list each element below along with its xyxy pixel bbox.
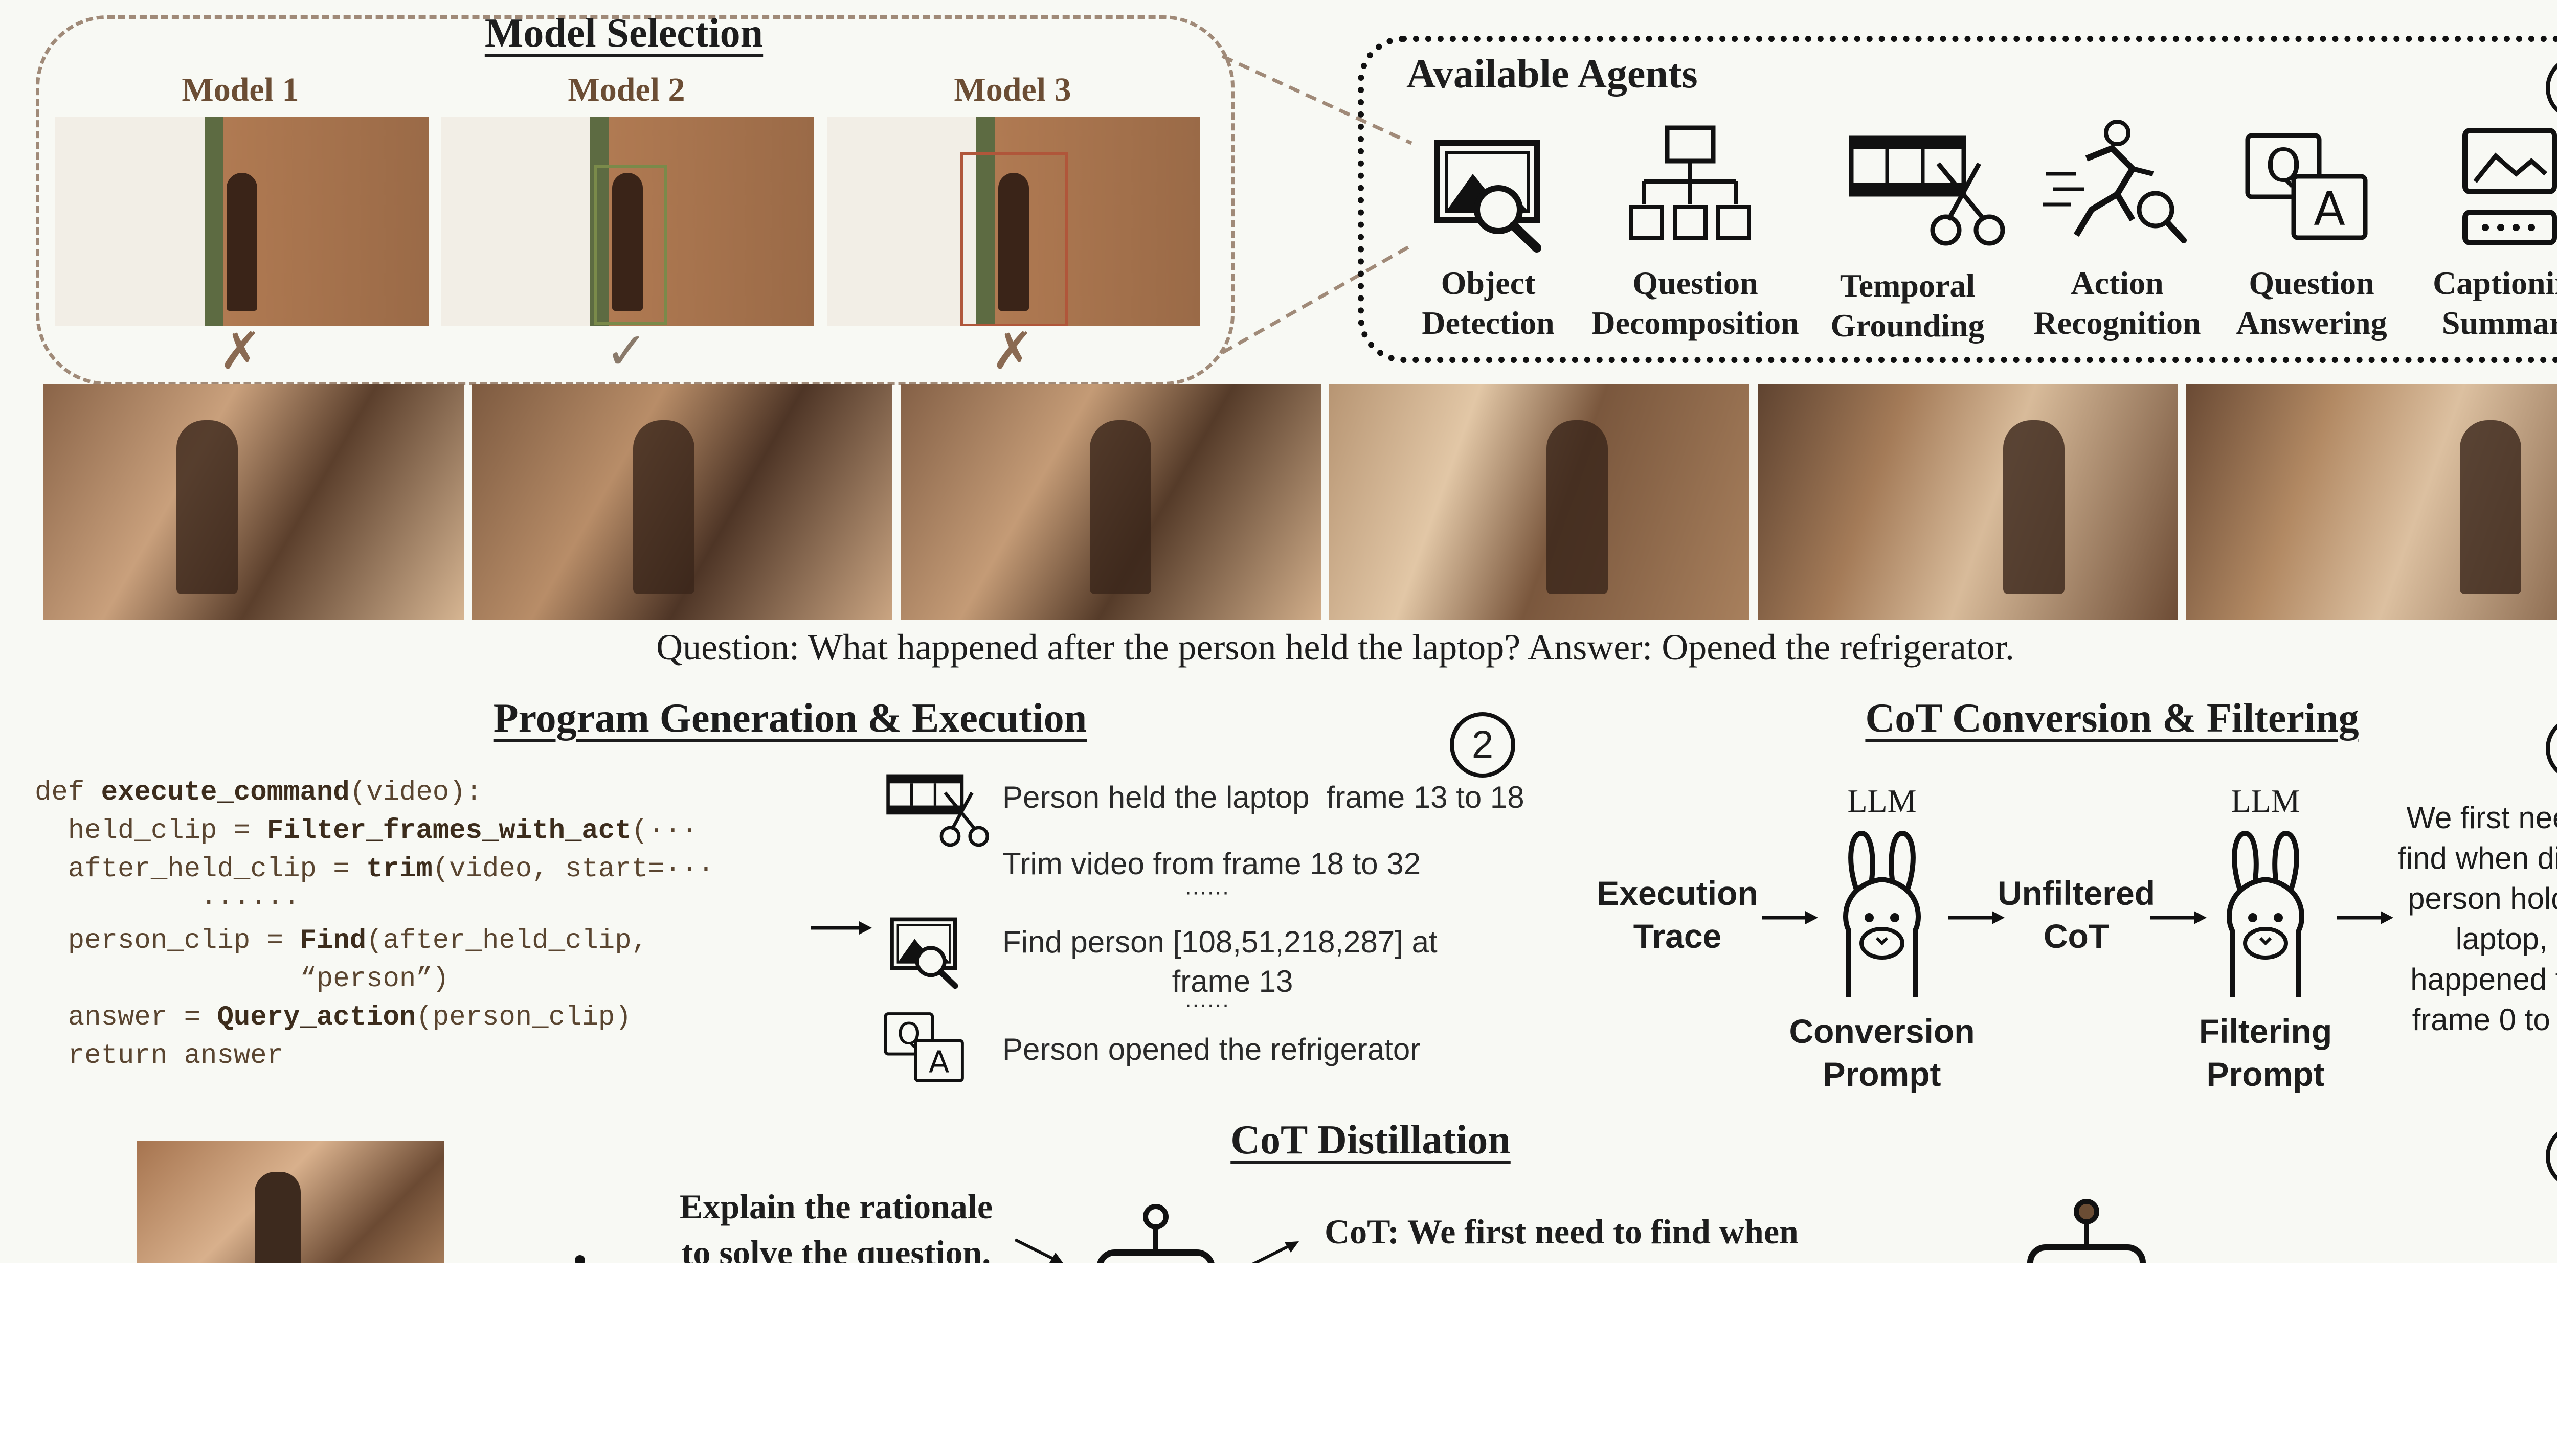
person-silhouette xyxy=(2003,420,2065,594)
model-label-1: Model 1 xyxy=(182,71,299,108)
model-3-frame xyxy=(827,117,1200,326)
robot-icon xyxy=(2027,1199,2146,1263)
trace-step-find-person: Find person [108,51,218,287] at xyxy=(1002,925,1438,959)
available-agents-title: Available Agents xyxy=(1406,52,1698,97)
program-section-title: Program Generation & Execution xyxy=(493,696,1087,741)
code-to-trace-arrow xyxy=(811,921,872,935)
person-silhouette xyxy=(1090,420,1151,594)
trace-step-trim-video: Trim video from frame 18 to 32 xyxy=(1002,847,1421,881)
svg-text:A: A xyxy=(2314,183,2345,236)
person-silhouette xyxy=(2460,420,2521,594)
model-label-3: Model 3 xyxy=(954,71,1071,108)
video-frame xyxy=(1758,384,2178,620)
robot-to-cot-arrow xyxy=(1252,1241,1299,1263)
flow-arrow xyxy=(1948,911,2005,924)
question-decomposition-icon xyxy=(1629,125,1751,240)
code-line: def execute_command(video): xyxy=(35,777,482,808)
person-silhouette xyxy=(176,420,238,594)
action-recognition-icon xyxy=(2043,120,2187,243)
cot-section-title: CoT Conversion & Filtering xyxy=(1865,696,2359,741)
temporal-grounding-icon xyxy=(1849,135,2005,246)
connector-dot xyxy=(575,1255,585,1263)
robot-icon xyxy=(1097,1204,1215,1263)
captioning-summary-icon xyxy=(2462,128,2557,245)
distillation-section-title: CoT Distillation xyxy=(1230,1118,1511,1163)
flow-arrow xyxy=(2150,911,2207,924)
video-frame xyxy=(901,384,1321,620)
trace-ellipsis: ······ xyxy=(1184,879,1229,904)
code-line: “person”) xyxy=(35,964,450,995)
step-2-badge: 2 xyxy=(1450,712,1515,778)
trace-ellipsis: ······ xyxy=(1184,992,1229,1017)
question-answering-icon: Q A xyxy=(884,1012,964,1082)
detection-box xyxy=(960,152,1068,326)
video-frame xyxy=(472,384,892,620)
code-line: return answer xyxy=(35,1040,284,1072)
svg-text:A: A xyxy=(929,1044,949,1080)
trace-step-held-laptop: Person held the laptop frame 13 to 18 xyxy=(1002,780,1524,814)
temporal-grounding-icon xyxy=(886,774,990,847)
person-silhouette xyxy=(633,420,694,594)
zoom-connector xyxy=(1221,54,1412,355)
llama-icon xyxy=(1843,830,1921,997)
trace-step-find-person-frame: frame 13 xyxy=(1172,964,1293,998)
object-detection-icon xyxy=(1434,140,1541,253)
reject-mark-icon: ✗ xyxy=(219,321,262,381)
object-detection-icon xyxy=(890,917,958,989)
model-selection-box xyxy=(36,15,1235,385)
detection-box xyxy=(594,165,667,325)
flow-arrow xyxy=(2337,911,2393,924)
question-answering-icon: Q A xyxy=(2245,133,2368,240)
model-selection-title: Model Selection xyxy=(484,11,764,56)
llama-icon xyxy=(2227,830,2304,997)
accept-mark-icon: ✓ xyxy=(605,321,648,381)
code-line: answer = Query_action(person_clip) xyxy=(35,1002,632,1033)
code-line: person_clip = Find(after_held_clip, xyxy=(35,925,648,957)
question-answer-text: Question: What happened after the person… xyxy=(656,627,2014,668)
prompt-to-robot-arrow xyxy=(1014,1238,1063,1263)
llm-label-2: LLM xyxy=(2231,783,2300,819)
code-line: after_held_clip = trim(video, start=··· xyxy=(35,854,714,885)
available-agents-box xyxy=(1358,36,2557,363)
reject-mark-icon: ✗ xyxy=(991,321,1034,381)
video-frame xyxy=(2186,384,2557,620)
model-label-2: Model 2 xyxy=(568,71,685,108)
video-frame xyxy=(1329,384,1749,620)
llm-label-1: LLM xyxy=(1847,783,1917,819)
model-2-frame xyxy=(441,117,814,326)
person-silhouette xyxy=(1546,420,1608,594)
flow-arrow xyxy=(1762,911,1818,924)
figure-canvas: Model Selection Model 1 Model 2 Model 3 … xyxy=(0,0,2557,1263)
trace-step-opened-refrigerator: Person opened the refrigerator xyxy=(1002,1032,1421,1066)
agent-label-captioning-summary: CaptioningSummary xyxy=(2433,265,2557,341)
step-4-badge: 4 xyxy=(2546,1124,2557,1189)
step-3-badge: 3 xyxy=(2546,716,2557,781)
distill-video-frame xyxy=(137,1141,444,1263)
program-code: def execute_command(video): held_clip = … xyxy=(35,777,714,1072)
distill-cot-text: CoT: We first need to find when xyxy=(1325,1212,1799,1251)
model-1-frame xyxy=(55,117,429,326)
code-line: held_clip = Filter_frames_with_act(··· xyxy=(35,815,698,847)
video-frame xyxy=(43,384,464,620)
code-line: ······ xyxy=(35,887,300,918)
